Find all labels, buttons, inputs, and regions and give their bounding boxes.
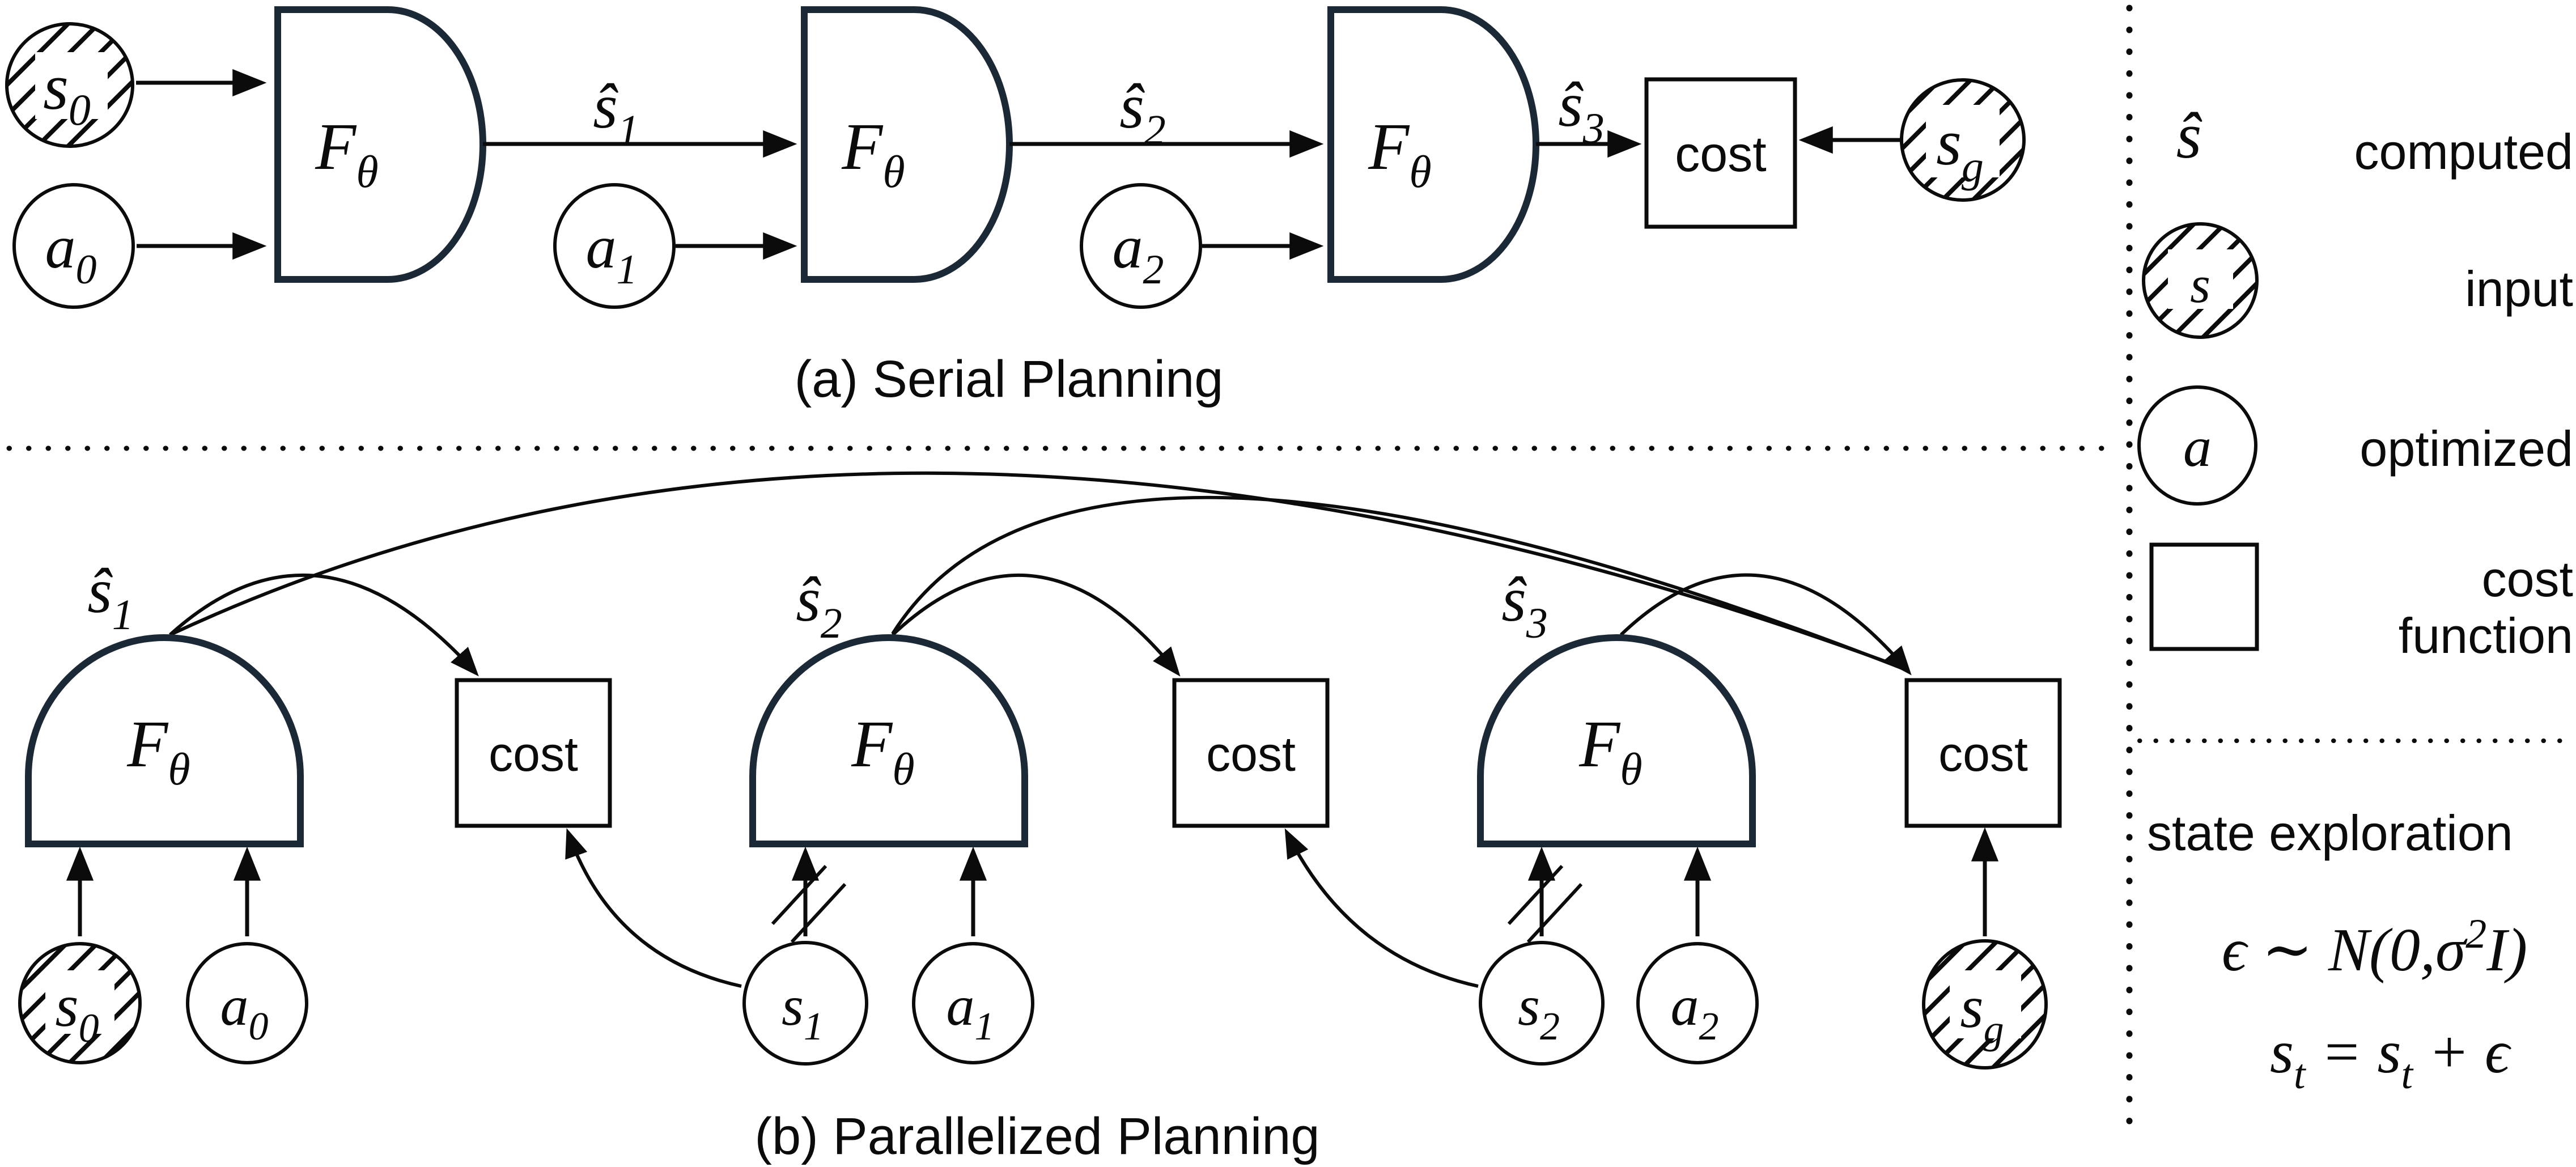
fblock-a2 bbox=[801, 6, 1013, 283]
legend-computed-symbol: ŝ bbox=[2176, 100, 2202, 172]
cost-box-b3 bbox=[1904, 678, 2062, 828]
legend-optimized-symbol: a bbox=[2183, 415, 2212, 478]
arc-shat2-to-cost3-long bbox=[891, 495, 1909, 672]
legend-input-symbol: s bbox=[2190, 256, 2210, 313]
sgb-label-backplate bbox=[1950, 970, 2021, 1038]
arc-shat1-to-cost3-long bbox=[169, 471, 1907, 671]
node-a2-circle bbox=[1080, 183, 1202, 309]
node-s0-label: s0 bbox=[43, 51, 91, 134]
legend-input-label: input bbox=[2465, 261, 2573, 317]
fblock-b3-label: Fθ bbox=[1578, 707, 1642, 795]
fblock-b1-label: Fθ bbox=[126, 707, 190, 795]
fblock-a1 bbox=[274, 6, 486, 283]
node-a2b-circle bbox=[1636, 942, 1759, 1064]
curve-s2-to-cost2 bbox=[1284, 828, 1479, 988]
label-shat1-a: ŝ1 bbox=[593, 71, 639, 154]
legend-input-backplate bbox=[2168, 249, 2233, 309]
cost-box-b3-label: cost bbox=[1938, 727, 2028, 782]
state-exploration-panel: state exploration ϵ ∼ N(0,σ2I) st = st +… bbox=[2147, 805, 2527, 1098]
label-shat3-a: ŝ3 bbox=[1558, 70, 1605, 152]
node-sgb-label: sg bbox=[1960, 974, 2004, 1052]
state-exploration-title: state exploration bbox=[2147, 805, 2513, 861]
node-a0b-circle bbox=[186, 942, 308, 1064]
arc-shat1-to-cost1 bbox=[168, 573, 479, 677]
cost-box-b1 bbox=[455, 678, 612, 828]
node-a2b-label: a2 bbox=[1671, 974, 1719, 1049]
s0b-label-backplate bbox=[45, 970, 114, 1034]
node-a1-label: a1 bbox=[586, 214, 638, 293]
sg-a-label-backplate bbox=[1926, 105, 2000, 177]
legend-optimized-circle bbox=[2137, 385, 2257, 506]
cost-box-b2 bbox=[1172, 678, 1330, 828]
node-s1-label: s1 bbox=[782, 974, 824, 1049]
label-shat1-b: ŝ1 bbox=[87, 556, 134, 639]
label-shat2-b: ŝ2 bbox=[796, 565, 842, 647]
fblock-a2-label: Fθ bbox=[841, 109, 905, 197]
caption-parallelized-planning: (b) Parallelized Planning bbox=[754, 1107, 1319, 1165]
legend-cost-label-line1: cost bbox=[2482, 551, 2573, 607]
node-a0-label: a0 bbox=[45, 214, 97, 293]
legend-cost-label-line2: function bbox=[2399, 608, 2573, 664]
node-a1b-label: a1 bbox=[947, 974, 995, 1049]
detach-slashes-s1-icon bbox=[771, 864, 847, 944]
s0-label-backplate bbox=[35, 52, 108, 119]
curve-s1-to-cost1 bbox=[565, 828, 742, 988]
cost-box-a-label: cost bbox=[1675, 126, 1766, 182]
node-a1-circle bbox=[553, 183, 676, 309]
node-s0b-label: s0 bbox=[55, 973, 99, 1051]
node-s2-circle bbox=[1479, 941, 1605, 1066]
fblock-b3 bbox=[1477, 634, 1756, 847]
arc-shat3-to-cost3 bbox=[1619, 573, 1912, 676]
cost-box-b2-label: cost bbox=[1206, 727, 1296, 782]
node-sg-a-label: sg bbox=[1936, 107, 1984, 191]
node-a0-circle bbox=[12, 183, 135, 309]
legend: ŝ computed s input a optimized cost func… bbox=[2137, 100, 2573, 664]
exploration-eq-update: st = st + ϵ bbox=[2270, 1019, 2511, 1098]
fblock-a3 bbox=[1327, 6, 1539, 283]
node-a1b-circle bbox=[912, 942, 1034, 1064]
legend-cost-square bbox=[2149, 542, 2259, 651]
fblock-a1-label: Fθ bbox=[315, 109, 378, 197]
caption-serial-planning: (a) Serial Planning bbox=[795, 350, 1224, 408]
node-a0b-label: a0 bbox=[220, 974, 269, 1049]
legend-computed-label: computed bbox=[2354, 124, 2573, 180]
detach-slashes-s2-icon bbox=[1507, 864, 1583, 944]
node-s1-circle bbox=[742, 941, 868, 1066]
cost-box-a bbox=[1644, 77, 1797, 229]
section-b-parallelized-planning: Fθ Fθ Fθ ŝ1 ŝ2 ŝ3 cost cost cost bbox=[18, 471, 2062, 1165]
fblock-b2 bbox=[749, 634, 1028, 847]
label-shat3-b: ŝ3 bbox=[1501, 565, 1548, 647]
node-s2-label: s2 bbox=[1518, 974, 1560, 1049]
cost-box-b1-label: cost bbox=[489, 727, 578, 782]
fblock-a3-label: Fθ bbox=[1368, 109, 1431, 197]
arc-shat2-to-cost2 bbox=[891, 574, 1181, 677]
exploration-eq-noise: ϵ ∼ N(0,σ2I) bbox=[2222, 911, 2527, 984]
label-shat2-a: ŝ2 bbox=[1119, 71, 1166, 154]
legend-optimized-label: optimized bbox=[2359, 421, 2573, 477]
fblock-b1 bbox=[25, 634, 304, 847]
section-a-serial-planning: s0 a0 a1 a2 Fθ Fθ Fθ ŝ1 ŝ2 ŝ3 cost sg bbox=[5, 6, 2026, 408]
node-a2-label: a2 bbox=[1113, 214, 1164, 293]
fblock-b2-label: Fθ bbox=[851, 707, 914, 795]
